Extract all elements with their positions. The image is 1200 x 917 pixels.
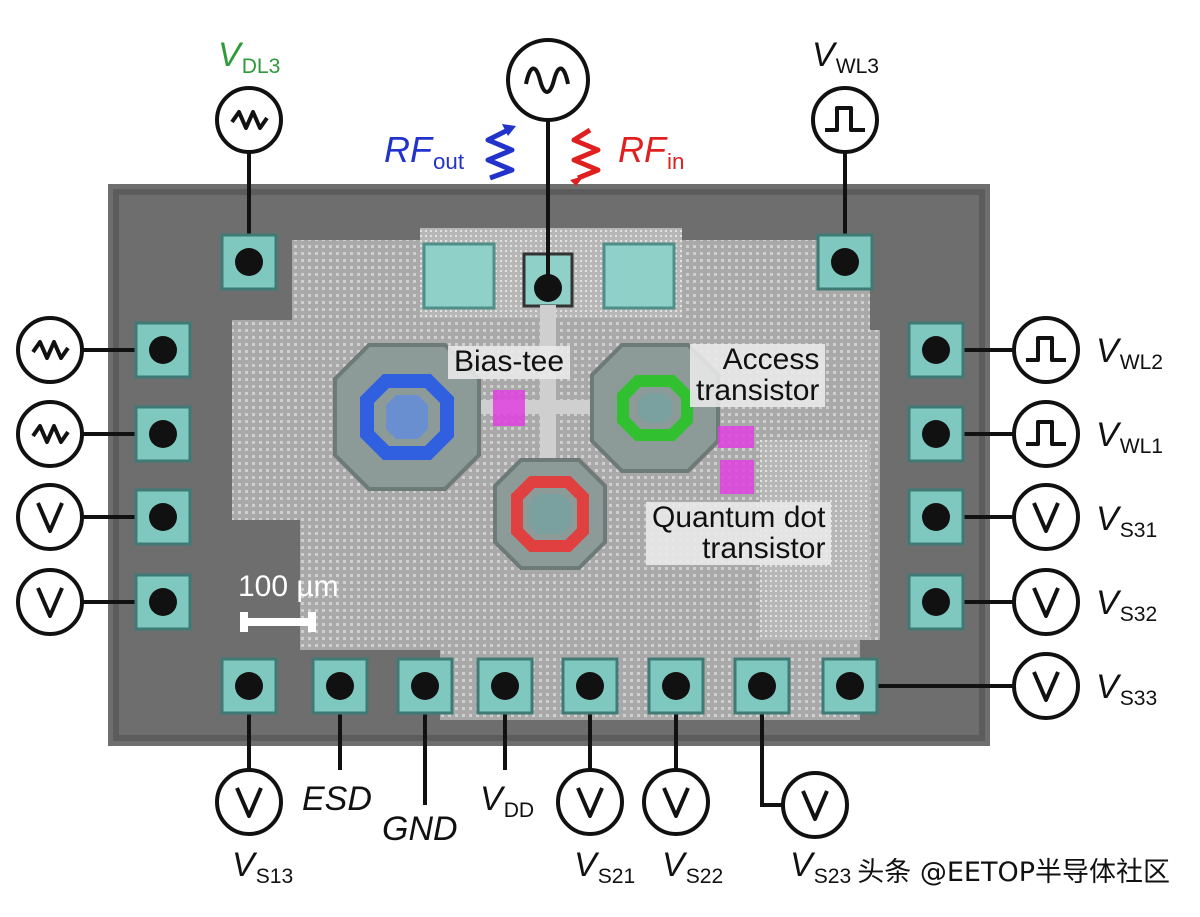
pad-s23 [733,657,791,715]
access-transistor-highlight [718,426,754,448]
source-s23-dc-voltage-source-icon [781,771,849,839]
label-v-s21: VS21 [574,846,636,888]
source-left1-triangle-wave-source-icon [16,316,84,384]
pad-left-4 [134,573,192,631]
quantum-dot-transistor-highlight [720,460,754,494]
pad-gnd [396,657,454,715]
watermark: 头条 @EETOP半导体社区 [857,857,1170,888]
source-s13-dc-voltage-source-icon [215,768,283,836]
label-v-dd: VDD [480,780,535,822]
pad-vdd [476,657,534,715]
source-left2-triangle-wave-source-icon [16,400,84,468]
pad-s32 [907,573,965,631]
source-s32-dc-voltage-source-icon [1012,568,1080,636]
source-wl2-pulse-source-icon [1012,316,1080,384]
pad-wl2 [907,321,965,379]
bond-pads [134,233,965,715]
label-rf-out: RFout [384,129,465,175]
pad-left-2 [134,405,192,463]
source-s33-dc-voltage-source-icon [1012,652,1080,720]
source-rf-sine-wave-source-icon [506,38,590,122]
label-v-wl3: VWL3 [812,36,880,78]
source-left3-dc-voltage-source-icon [16,483,84,551]
rf-in-wave-icon [570,127,601,186]
rf-out-wave-icon [485,124,516,181]
label-v-s13: VS13 [232,846,294,888]
center-trace [540,305,556,475]
scale-bar-label: 100 µm [238,570,339,603]
label-v-wl1: VWL1 [1096,416,1164,458]
source-dl3-triangle-wave-source-icon [215,86,283,154]
pad-esd [311,657,369,715]
caption-access-transistor: Access transistor [690,344,826,408]
label-esd: ESD [302,780,372,818]
pad-s22 [647,657,705,715]
voltage-sources [16,38,1080,839]
caption-quantum-dot-transistor: Quantum dot transistor [646,502,832,566]
label-v-s31: VS31 [1096,500,1158,542]
pad-wl1 [907,405,965,463]
pad-s33 [821,657,879,715]
label-gnd: GND [382,810,458,848]
pad-dl3 [220,233,278,291]
caption-bias-tee: Bias-tee [448,346,571,379]
pad-left-3 [134,488,192,546]
source-s22-dc-voltage-source-icon [642,768,710,836]
source-wl3-pulse-source-icon [811,86,879,154]
label-v-s33: VS33 [1096,668,1158,710]
label-v-dl3: VDL3 [218,36,281,78]
label-v-wl2: VWL2 [1096,332,1164,374]
pad-s31 [907,488,965,546]
label-v-s22: VS22 [662,846,724,888]
rf-pad-right [602,242,676,310]
scale-bar [240,612,316,632]
source-left4-dc-voltage-source-icon [16,568,84,636]
label-v-s23: VS23 [790,846,852,888]
pad-s21 [561,657,619,715]
rf-pad-dot [534,274,562,302]
inductor-red [493,458,607,570]
pad-s13 [220,657,278,715]
rf-pad-left [422,242,496,310]
source-wl1-pulse-source-icon [1012,400,1080,468]
source-s31-dc-voltage-source-icon [1012,483,1080,551]
bias-tee-highlight [493,390,525,426]
inductor-blue [333,343,481,491]
pad-wl3 [816,233,874,291]
label-v-s32: VS32 [1096,584,1158,626]
source-s21-dc-voltage-source-icon [556,768,624,836]
label-rf-in: RFin [618,129,685,175]
pad-left-1 [134,321,192,379]
